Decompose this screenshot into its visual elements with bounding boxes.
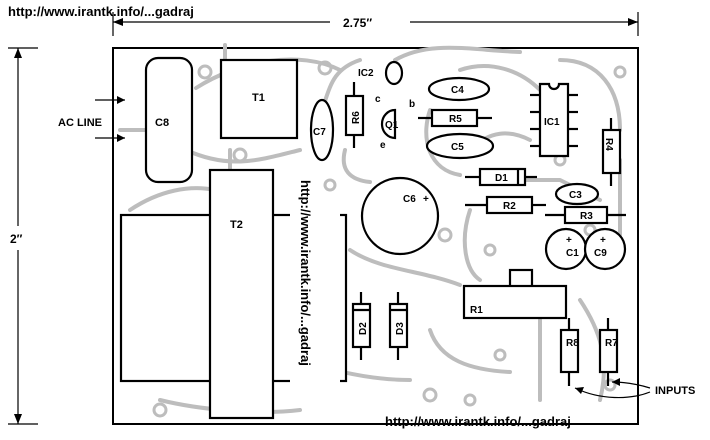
d3-label: D3 — [395, 322, 406, 335]
c6-label: C6 — [403, 194, 416, 205]
ic1-label: IC1 — [544, 117, 560, 128]
q1-pin-b: b — [409, 99, 415, 110]
inputs-callout: INPUTS — [574, 378, 695, 399]
watermark-bottom: http://www.irantk.info/...gadraj — [385, 414, 571, 429]
r1-label: R1 — [470, 305, 483, 316]
watermark-top: http://www.irantk.info/...gadraj — [8, 4, 194, 19]
diode-d1: D1 — [465, 167, 537, 187]
c1-label: C1 — [566, 248, 579, 259]
c8-label: C8 — [155, 117, 169, 129]
diode-d2: D2 — [351, 292, 372, 360]
r7-label: R7 — [605, 338, 618, 349]
c6-plus: + — [423, 194, 429, 205]
resistor-r6: R6 — [344, 82, 365, 148]
ac-line-callout: AC LINE — [58, 96, 125, 142]
capacitor-c8: C8 — [144, 56, 194, 184]
transistor-q1: Q1 c b e — [375, 94, 415, 151]
r5-label: R5 — [449, 114, 462, 125]
t2-label: T2 — [230, 219, 243, 231]
transformer-t1: T1 — [219, 58, 299, 140]
capacitor-c5: C5 — [425, 132, 495, 160]
c4-label: C4 — [451, 85, 464, 96]
width-label: 2.75″ — [343, 16, 372, 30]
t1-label: T1 — [252, 92, 265, 104]
capacitor-c7: C7 — [309, 98, 335, 162]
r8-label-r: R8 — [566, 338, 579, 349]
c9-plus: + — [600, 235, 606, 246]
height-dimension: 2″ — [8, 47, 38, 425]
c9-label: C9 — [594, 248, 607, 259]
q1-label: Q1 — [385, 120, 399, 131]
transformer-t2: T2 — [119, 168, 348, 420]
capacitor-c4: C4 — [427, 76, 491, 102]
capacitor-c3: C3 — [554, 182, 600, 206]
q1-pin-e: e — [380, 140, 386, 151]
ic2: IC2 — [358, 60, 404, 86]
ac-line-label: AC LINE — [58, 117, 102, 129]
ic1: IC1 — [530, 82, 578, 158]
resistor-r8: R8 — [559, 318, 579, 386]
diode-d3: D3 — [388, 292, 409, 360]
resistor-r7: R7 — [598, 318, 618, 386]
d2-label: D2 — [358, 322, 369, 335]
r6-label: R6 — [351, 111, 362, 124]
ic2-label: IC2 — [358, 68, 374, 79]
r2-label: R2 — [503, 201, 516, 212]
c7-label: C7 — [313, 127, 326, 138]
capacitor-c6: C6 + — [360, 176, 440, 256]
width-dimension: 2.75″ — [112, 12, 639, 36]
q1-pin-c: c — [375, 94, 381, 105]
resistor-r4: R4 — [601, 118, 622, 186]
potentiometer-r1: R1 — [462, 268, 568, 320]
capacitor-c9: + C9 — [583, 227, 627, 271]
resistor-r3: R3 — [545, 205, 626, 225]
resistor-r2: R2 — [465, 195, 546, 215]
height-label: 2″ — [10, 232, 23, 246]
capacitor-c1: + C1 — [544, 227, 588, 271]
c1-plus: + — [566, 235, 572, 246]
r4-label: R4 — [603, 138, 614, 151]
resistor-r5: R5 — [418, 108, 492, 128]
d1-label: D1 — [495, 173, 508, 184]
c5-label: C5 — [451, 142, 464, 153]
r3-label: R3 — [580, 211, 593, 222]
inputs-label: INPUTS — [655, 385, 695, 397]
watermark-vertical: http://www.irantk.info/...gadraj — [298, 180, 313, 366]
c3-label: C3 — [569, 190, 582, 201]
